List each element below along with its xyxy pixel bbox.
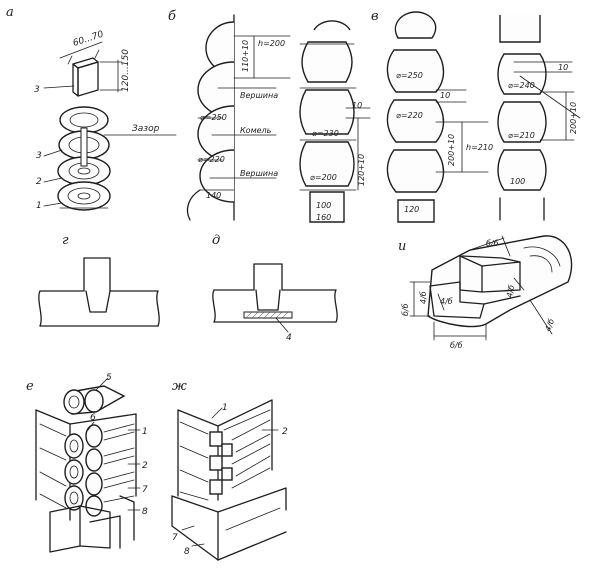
- panel-e-letter: е: [26, 379, 34, 394]
- panel-a-letter: а: [6, 5, 14, 20]
- dim-10-v-b: 10: [558, 63, 568, 72]
- dim-width: 60...70: [72, 30, 105, 49]
- diam-b-1: ⌀=250: [200, 113, 227, 122]
- wall-right-b: [299, 20, 371, 223]
- h-label-v: h=210: [466, 143, 493, 152]
- diam-v-2: ⌀=220: [396, 111, 423, 120]
- panel-d: д 4: [212, 233, 338, 343]
- callout-e-7: 7: [142, 485, 148, 495]
- dim-10-v-a: 10: [440, 91, 450, 100]
- callout-a-2: 2: [36, 177, 42, 187]
- top-label-2: Вершина: [240, 169, 278, 178]
- panel-g-letter: г: [62, 233, 69, 248]
- callout-zh-7: 7: [172, 533, 178, 543]
- corner-stack-e: [35, 409, 137, 553]
- panel-g: г: [38, 233, 160, 327]
- callout-zh-2: 2: [282, 427, 288, 437]
- callout-a-3-top: 3: [34, 85, 40, 95]
- dim-i-left-2: б/б: [401, 303, 410, 316]
- dim-i-inner-2: 4/б: [505, 284, 516, 298]
- dim-i-inner: 4/б: [440, 297, 453, 306]
- diam-v-4: ⌀=210: [508, 131, 535, 140]
- callout-e-5: 5: [106, 373, 112, 383]
- dim-i-top: б/б: [486, 239, 499, 248]
- dim-height: 120...150: [121, 49, 131, 92]
- diam-v-3: ⌀=240: [508, 81, 535, 90]
- callout-a-3: 3: [36, 151, 42, 161]
- top-label-1: Вершина: [240, 91, 278, 100]
- wall-left-v: [386, 11, 489, 223]
- dim-i-bottom: б/б: [450, 341, 463, 350]
- callout-zh-8: 8: [184, 547, 190, 557]
- panel-b-letter: б: [168, 9, 176, 24]
- panel-e: е: [26, 373, 148, 553]
- width-v-2: 100: [510, 177, 525, 186]
- sub-h-label-b: 110+10: [241, 40, 250, 72]
- callout-a-1: 1: [36, 201, 42, 211]
- callout-e-8: 8: [142, 507, 148, 517]
- bottom-b-1: 100: [316, 201, 331, 210]
- callout-zh-1: 1: [222, 403, 228, 413]
- panel-zh: ж 1 2 7 8: [171, 379, 288, 561]
- dowel-block: [43, 41, 123, 97]
- gap-label: Зазор: [132, 124, 160, 134]
- panel-v: в ⌀=250 10 ⌀=220 200+10 h=210 120: [371, 9, 581, 223]
- panel-i: и: [398, 235, 573, 341]
- sub-h-v: 200+10: [447, 134, 456, 166]
- diam-b-3: ⌀=230: [312, 129, 339, 138]
- wall-left-b: [186, 14, 291, 221]
- callout-e-2: 2: [142, 461, 148, 471]
- bottom-b-2: 160: [316, 213, 331, 222]
- callout-e-1: 1: [142, 427, 148, 437]
- h-label-b: h=200: [258, 39, 285, 48]
- width-b-1: 140: [206, 191, 221, 200]
- log-stack-section: [43, 106, 177, 211]
- butt-label: Комель: [240, 126, 272, 135]
- callout-e-6: 6: [90, 413, 96, 423]
- side-dim-b: 120+10: [357, 154, 366, 186]
- panel-b: б h=200 110+10 Вершина Комель Вершина ⌀=…: [168, 9, 371, 223]
- side-dim-v: 200+10: [569, 102, 578, 134]
- width-v-1: 120: [404, 205, 419, 214]
- wall-right-v: [497, 15, 581, 221]
- panel-zh-letter: ж: [172, 379, 187, 394]
- panel-v-letter: в: [371, 9, 379, 24]
- callout-d-4: 4: [286, 333, 292, 343]
- diam-b-4: ⌀=200: [310, 173, 337, 182]
- panel-d-letter: д: [212, 233, 220, 248]
- corner-stack-zh: [171, 399, 287, 561]
- dim-i-right: 4/б: [543, 318, 556, 333]
- dim-10-b: 10: [352, 101, 362, 110]
- dim-i-left-1: 4/б: [419, 291, 428, 304]
- panel-i-letter: и: [398, 239, 406, 254]
- diam-v-1: ⌀=250: [396, 71, 423, 80]
- diam-b-2: ⌀=220: [198, 155, 225, 164]
- panel-a: а 60...70 120...150 3: [6, 5, 177, 211]
